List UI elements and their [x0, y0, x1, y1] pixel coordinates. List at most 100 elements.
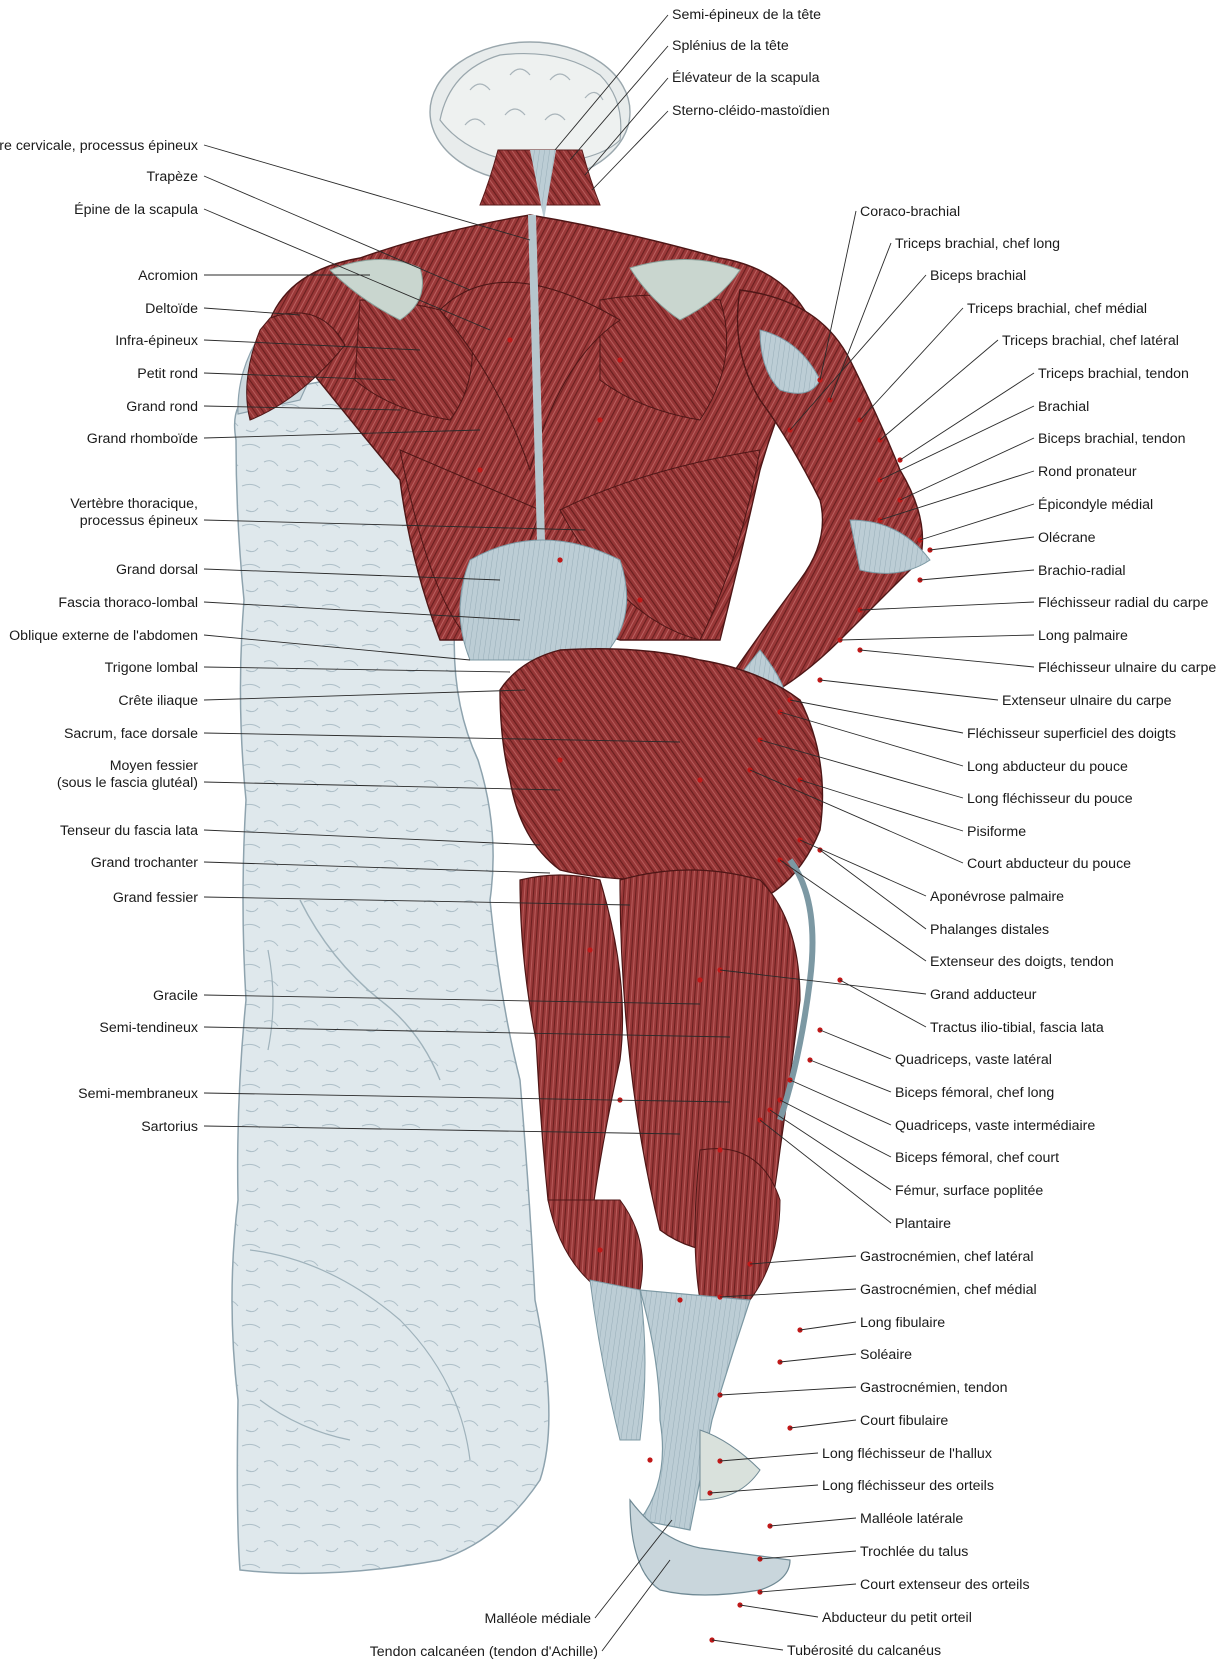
label-left-21: Grand fessier [113, 890, 198, 906]
label-right-27: Biceps fémoral, chef long [895, 1085, 1054, 1101]
label-right-12: Fléchisseur radial du carpe [1038, 595, 1208, 611]
leader-right-44 [712, 1640, 783, 1650]
label-right-14: Fléchisseur ulnaire du carpe [1038, 660, 1216, 676]
leader-right-42 [760, 1584, 856, 1592]
label-left-2: Épine de la scapula [74, 201, 198, 218]
leader-right-26 [820, 1030, 891, 1059]
label-right-0: Coraco-brachial [860, 204, 960, 220]
label-left-5: Infra-épineux [115, 333, 198, 349]
leader-right-14 [860, 650, 1034, 667]
insertion-dot-x3 [597, 417, 602, 422]
insertion-dot-x11 [717, 1147, 722, 1152]
label-right-25: Tractus ilio-tibial, fascia lata [930, 1020, 1104, 1036]
insertion-dot-x5 [637, 597, 642, 602]
leader-right-28 [790, 1080, 891, 1125]
insertion-dot-x7 [697, 777, 702, 782]
label-bottom-1: Tendon calcanéen (tendon d'Achille) [370, 1644, 598, 1660]
leader-right-40 [770, 1518, 856, 1526]
label-left-7: Grand rond [126, 399, 198, 415]
insertion-dot-x8 [587, 947, 592, 952]
label-left-0: 7ᵉ vertèbre cervicale, processus épineux [0, 138, 198, 154]
leader-right-30 [770, 1110, 891, 1190]
label-left-20: Grand trochanter [91, 855, 199, 871]
label-right-31: Plantaire [895, 1216, 951, 1232]
leader-right-4 [880, 340, 998, 440]
label-left-11: Grand dorsal [116, 562, 198, 578]
label-left-22: Gracile [153, 988, 198, 1004]
leader-right-43 [740, 1605, 818, 1617]
label-right-13: Long palmaire [1038, 628, 1128, 644]
label-right-18: Long fléchisseur du pouce [967, 791, 1133, 807]
label-right-4: Triceps brachial, chef latéral [1002, 333, 1179, 349]
label-top-1: Splénius de la tête [672, 38, 789, 54]
label-right-10: Olécrane [1038, 530, 1096, 546]
label-left-4: Deltoïde [145, 301, 198, 317]
leader-right-36 [720, 1387, 856, 1395]
leader-right-16 [790, 700, 963, 733]
leader-right-25 [840, 980, 926, 1027]
label-right-39: Long fléchisseur des orteils [822, 1478, 994, 1494]
label-top-2: Élévateur de la scapula [672, 69, 820, 86]
leader-right-15 [820, 680, 998, 700]
label-left-18: (sous le fascia glutéal) [57, 775, 198, 791]
label-right-19: Pisiforme [967, 824, 1026, 840]
label-bottom-0: Malléole médiale [485, 1611, 592, 1627]
leader-right-22 [820, 850, 926, 929]
label-right-36: Gastrocnémien, tendon [860, 1380, 1007, 1396]
leader-right-35 [780, 1354, 856, 1362]
label-left-12: Fascia thoraco-lombal [58, 595, 198, 611]
label-right-38: Long fléchisseur de l'hallux [822, 1446, 992, 1462]
leader-right-10 [930, 537, 1034, 550]
label-right-15: Extenseur ulnaire du carpe [1002, 693, 1172, 709]
label-right-11: Brachio-radial [1038, 563, 1126, 579]
label-right-32: Gastrocnémien, chef latéral [860, 1249, 1034, 1265]
label-left-15: Crête iliaque [118, 693, 198, 709]
insertion-dot-x0 [507, 337, 512, 342]
leader-right-27 [810, 1060, 891, 1092]
label-right-8: Rond pronateur [1038, 464, 1137, 480]
label-left-8: Grand rhomboïde [87, 431, 198, 447]
label-left-24: Semi-membraneux [78, 1086, 198, 1102]
label-right-35: Soléaire [860, 1347, 912, 1363]
label-right-26: Quadriceps, vaste latéral [895, 1052, 1052, 1068]
label-right-34: Long fibulaire [860, 1315, 945, 1331]
label-left-17: Moyen fessier [110, 758, 199, 774]
label-left-19: Tenseur du fascia lata [60, 823, 198, 839]
label-left-9: Vertèbre thoracique, [70, 496, 198, 512]
label-right-37: Court fibulaire [860, 1413, 948, 1429]
label-right-20: Court abducteur du pouce [967, 856, 1131, 872]
leader-right-19 [800, 780, 963, 831]
leader-right-6 [880, 406, 1034, 480]
insertion-dot-x4 [557, 557, 562, 562]
label-left-25: Sartorius [141, 1119, 198, 1135]
label-right-3: Triceps brachial, chef médial [967, 301, 1147, 317]
label-right-24: Grand adducteur [930, 987, 1037, 1003]
leader-right-12 [860, 602, 1034, 610]
label-top-3: Sterno-cléido-mastoïdien [672, 103, 830, 119]
insertion-dot-x9 [697, 977, 702, 982]
label-right-22: Phalanges distales [930, 922, 1049, 938]
leader-right-9 [920, 504, 1034, 540]
label-right-7: Biceps brachial, tendon [1038, 431, 1186, 447]
leader-right-3 [860, 308, 963, 420]
label-right-9: Épicondyle médial [1038, 496, 1153, 513]
label-right-33: Gastrocnémien, chef médial [860, 1282, 1037, 1298]
label-left-14: Trigone lombal [105, 660, 198, 676]
label-right-28: Quadriceps, vaste intermédiaire [895, 1118, 1095, 1134]
label-left-1: Trapèze [146, 169, 198, 185]
leader-right-11 [920, 570, 1034, 580]
label-right-21: Aponévrose palmaire [930, 889, 1064, 905]
leader-right-1 [830, 243, 891, 400]
label-right-1: Triceps brachial, chef long [895, 236, 1060, 252]
label-right-30: Fémur, surface poplitée [895, 1183, 1043, 1199]
label-left-16: Sacrum, face dorsale [64, 726, 198, 742]
insertion-dot-x13 [677, 1297, 682, 1302]
insertion-dot-x6 [557, 757, 562, 762]
leader-right-13 [840, 635, 1034, 640]
insertion-dot-x12 [597, 1247, 602, 1252]
insertion-dot-x2 [477, 467, 482, 472]
label-right-44: Tubérosité du calcanéus [787, 1643, 941, 1659]
leader-bottom-1 [602, 1560, 670, 1651]
head [430, 42, 630, 220]
